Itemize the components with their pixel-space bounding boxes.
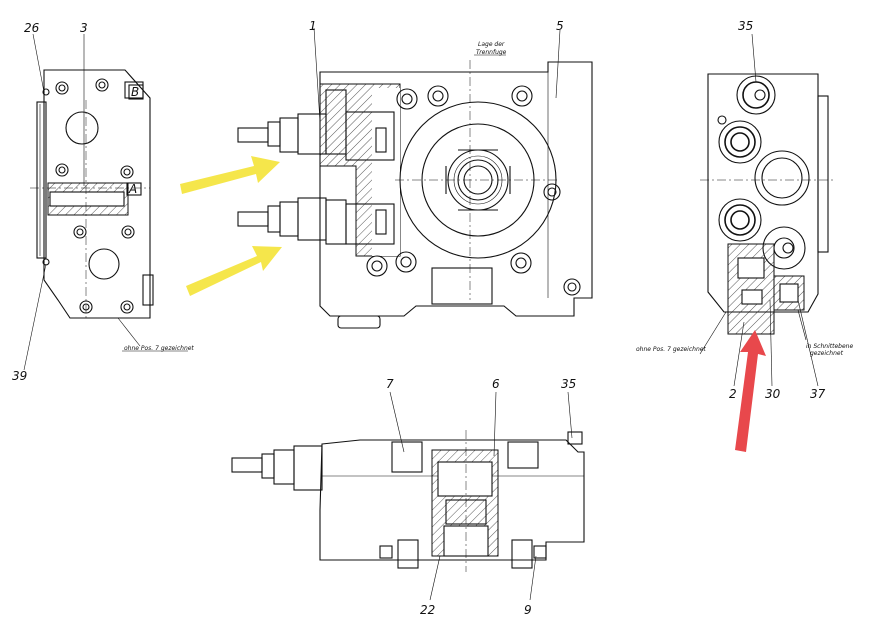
label-35-top: 35 [738, 19, 753, 33]
label-6: 6 [492, 377, 500, 391]
arrows [180, 156, 766, 452]
bottom-view [231, 391, 585, 601]
label-7: 7 [386, 377, 394, 391]
drawing-notes: Lage der Trennfuge ohne Pos. 7 gezeichne… [124, 41, 853, 357]
note-schnittebene: in Schnittebene [806, 343, 853, 350]
label-30: 30 [765, 387, 781, 401]
label-35-bottom: 35 [561, 377, 576, 391]
label-2: 2 [729, 387, 737, 401]
yellow-arrow-lower [186, 246, 282, 296]
label-1: 1 [309, 19, 317, 33]
label-39: 39 [12, 369, 27, 383]
front-view [237, 27, 593, 329]
left-side-view [23, 33, 188, 371]
red-arrow [735, 330, 766, 452]
label-5: 5 [556, 19, 564, 33]
label-3: 3 [80, 21, 88, 35]
label-22: 22 [420, 603, 435, 617]
note-lage-der: Lage der [478, 41, 505, 48]
yellow-arrow-upper [180, 156, 280, 194]
note-trennfuge: Trennfuge [476, 49, 507, 56]
label-B: B [131, 85, 139, 99]
callout-labels: 26 3 B A 39 1 5 35 7 6 35 22 9 2 30 37 [12, 19, 826, 617]
label-9: 9 [524, 603, 532, 617]
right-side-view [699, 33, 836, 387]
label-26: 26 [24, 21, 40, 35]
note-ohne-left: ohne Pos. 7 gezeichnet [124, 345, 194, 352]
note-ohne-right: ohne Pos. 7 gezeichnet [636, 346, 706, 353]
label-A: A [128, 182, 137, 196]
note-gezeichnet: gezeichnet [810, 350, 844, 357]
label-37: 37 [810, 387, 826, 401]
